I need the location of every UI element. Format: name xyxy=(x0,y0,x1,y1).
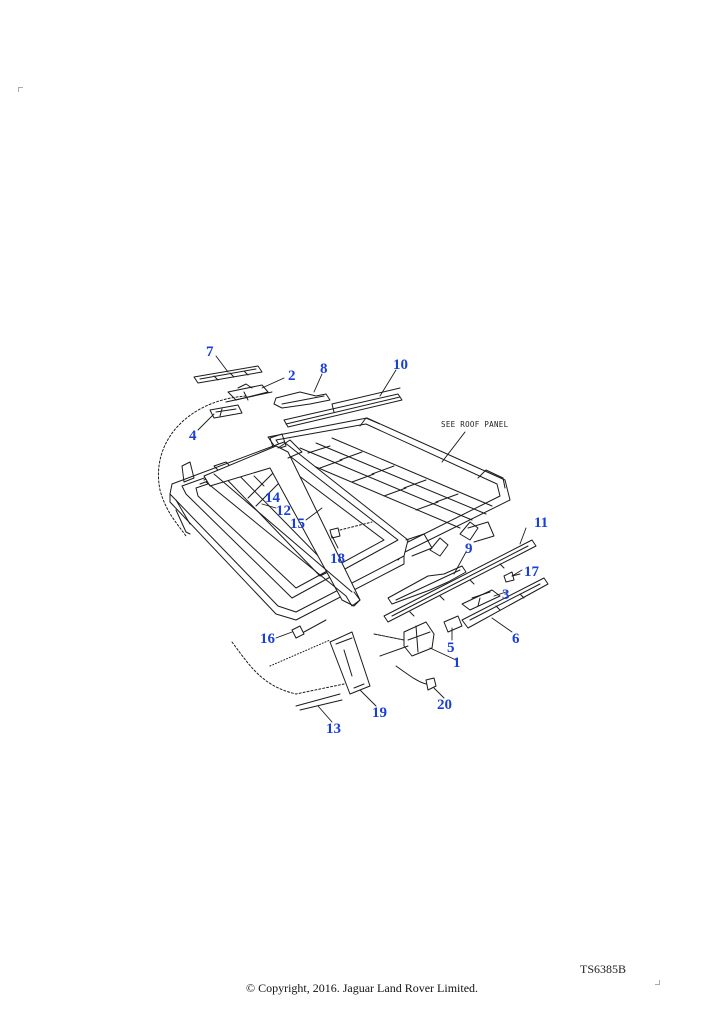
part-8-trim xyxy=(273,391,331,409)
callout-14: 14 xyxy=(265,490,281,506)
see-roof-panel-leader xyxy=(441,431,466,463)
part-1-motor xyxy=(373,621,435,657)
crop-mark-top-left xyxy=(18,87,23,92)
callout-4: 4 xyxy=(189,428,197,444)
part-10-rail xyxy=(283,387,403,428)
part-17-screw xyxy=(503,571,521,583)
callout-11: 11 xyxy=(534,515,548,531)
leader-lines xyxy=(197,355,527,723)
part-5-clip xyxy=(443,615,463,633)
crop-mark-bottom-right xyxy=(655,980,660,985)
callout-9: 9 xyxy=(465,541,473,557)
part-9-trim xyxy=(387,565,467,605)
part-19-bracket xyxy=(329,631,371,695)
front-rail xyxy=(203,439,361,607)
part-20-grommet xyxy=(395,665,437,691)
callout-16: 16 xyxy=(260,631,276,647)
callout-labels: 7 2 4 8 10 14 12 15 18 11 9 17 3 6 5 1 1… xyxy=(189,344,548,737)
part-11-rail xyxy=(383,539,537,623)
part-3-bracket xyxy=(461,589,501,611)
callout-15: 15 xyxy=(290,516,305,532)
callout-2: 2 xyxy=(288,368,296,384)
see-roof-panel-note: SEE ROOF PANEL xyxy=(441,420,509,429)
callout-3: 3 xyxy=(502,587,510,603)
callout-6: 6 xyxy=(512,631,520,647)
callout-1: 1 xyxy=(453,655,461,671)
callout-13: 13 xyxy=(326,721,341,737)
part-6-rail xyxy=(461,577,549,629)
callout-18: 18 xyxy=(330,551,345,567)
part-13-tube xyxy=(231,639,345,711)
part-16-nut xyxy=(291,619,327,639)
callout-12: 12 xyxy=(276,503,291,519)
part-18-screw xyxy=(329,521,373,539)
figure-code: TS6385B xyxy=(580,962,627,976)
callout-8: 8 xyxy=(320,361,328,377)
part-4-bracket xyxy=(209,404,243,419)
callout-17: 17 xyxy=(524,564,540,580)
part-7-rail xyxy=(193,365,263,384)
callout-5: 5 xyxy=(447,640,455,656)
copyright-notice: © Copyright, 2016. Jaguar Land Rover Lim… xyxy=(245,981,479,995)
callout-19: 19 xyxy=(372,705,387,721)
callout-10: 10 xyxy=(393,357,408,373)
callout-7: 7 xyxy=(206,344,214,360)
drain-tube-left xyxy=(158,395,247,537)
callout-20: 20 xyxy=(437,697,452,713)
